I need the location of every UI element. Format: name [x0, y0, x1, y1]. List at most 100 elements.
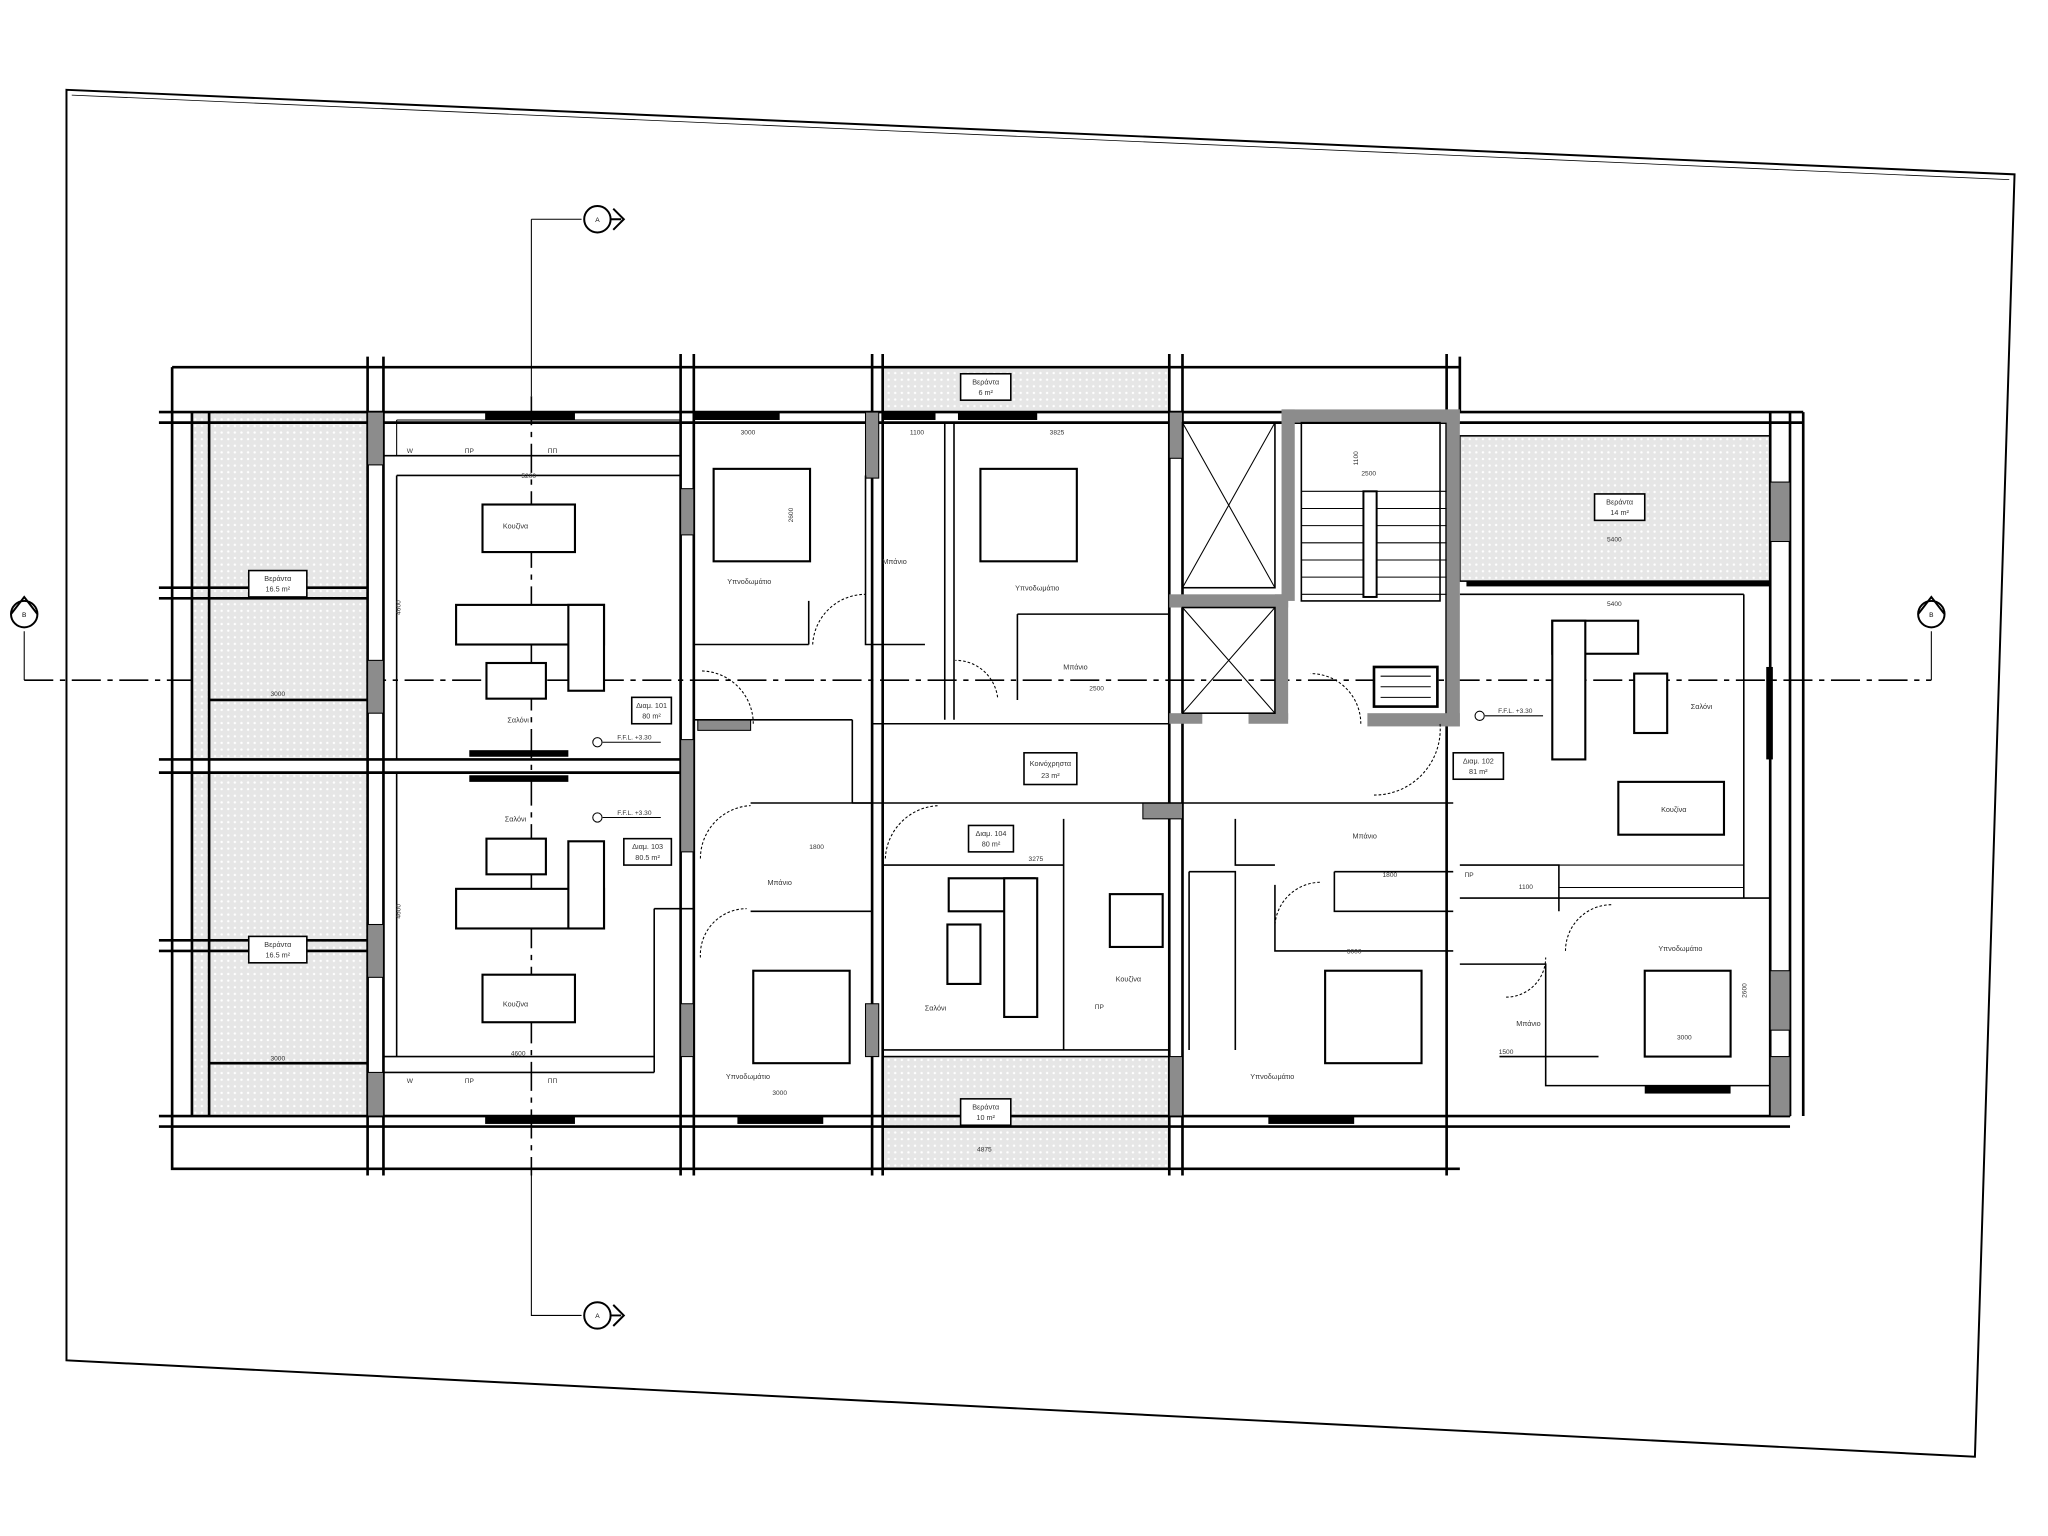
- svg-text:Σαλόνι: Σαλόνι: [507, 715, 529, 724]
- svg-text:Μπάνιο: Μπάνιο: [882, 557, 906, 566]
- svg-text:F.F.L. +3.30: F.F.L. +3.30: [617, 735, 652, 742]
- svg-text:Υπνοδωμάτιο: Υπνοδωμάτιο: [726, 1072, 770, 1081]
- svg-text:14 m²: 14 m²: [1610, 508, 1629, 517]
- section-line-b: [23, 631, 1932, 681]
- svg-text:W: W: [407, 1078, 414, 1085]
- veranda-label-top: Βεράντα 6 m²: [959, 372, 1012, 401]
- veranda-bottom: [881, 1055, 1171, 1170]
- veranda-label-right: Βεράντα 14 m²: [1593, 493, 1646, 522]
- svg-text:ΠΡ: ΠΡ: [1464, 872, 1474, 879]
- veranda-label-bottom: Βεράντα 10 m²: [959, 1098, 1012, 1127]
- svg-text:3000: 3000: [1347, 949, 1362, 956]
- svg-text:ΠΡ: ΠΡ: [465, 1078, 475, 1085]
- svg-text:5400: 5400: [1607, 536, 1622, 543]
- svg-text:F.F.L. +3.30: F.F.L. +3.30: [1498, 708, 1533, 715]
- svg-text:4600: 4600: [396, 904, 403, 919]
- svg-text:5400: 5400: [1607, 601, 1622, 608]
- svg-text:3000: 3000: [1677, 1034, 1692, 1041]
- veranda-label-left-bottom: Βεράντα 16.5 m²: [247, 935, 308, 964]
- svg-text:W: W: [407, 448, 414, 455]
- svg-text:1800: 1800: [1383, 872, 1398, 879]
- svg-text:ΠΡ: ΠΡ: [465, 448, 475, 455]
- svg-text:3275: 3275: [1029, 856, 1044, 863]
- interior-walls: [383, 422, 1771, 1117]
- svg-text:B: B: [1929, 612, 1934, 619]
- svg-text:Διαμ. 103: Διαμ. 103: [632, 842, 663, 851]
- svg-text:Υπνοδωμάτιο: Υπνοδωμάτιο: [1250, 1072, 1294, 1081]
- svg-text:Σαλόνι: Σαλόνι: [1691, 702, 1713, 711]
- apartment-label-103: Διαμ. 103 80.5 m²: [623, 837, 673, 866]
- svg-text:Υπνοδωμάτιο: Υπνοδωμάτιο: [1658, 944, 1702, 953]
- section-marker-b-left: B: [10, 595, 39, 629]
- svg-text:A: A: [595, 217, 600, 224]
- common-area-label: Κοινόχρηστα 23 m²: [1023, 752, 1078, 786]
- svg-text:Κοινόχρηστα: Κοινόχρηστα: [1030, 759, 1071, 768]
- section-marker-a-bottom: A: [583, 1301, 626, 1330]
- svg-text:Κουζίνα: Κουζίνα: [1661, 805, 1686, 814]
- svg-text:2500: 2500: [1361, 470, 1376, 477]
- fixture-labels: W ΠΡ ΠΠ W ΠΡ ΠΠ ΠΡ ΠΡ: [407, 448, 1475, 1085]
- core: [1169, 409, 1460, 727]
- svg-text:4875: 4875: [977, 1147, 992, 1154]
- svg-text:80.5 m²: 80.5 m²: [635, 853, 660, 862]
- svg-text:Μπάνιο: Μπάνιο: [1063, 663, 1087, 672]
- svg-text:23 m²: 23 m²: [1041, 771, 1060, 780]
- columns: [367, 411, 1791, 1117]
- svg-text:1800: 1800: [809, 844, 824, 851]
- svg-text:Βεράντα: Βεράντα: [1606, 498, 1633, 507]
- svg-text:ΠΠ: ΠΠ: [548, 448, 558, 455]
- svg-text:2600: 2600: [1741, 983, 1748, 998]
- section-line-a: [530, 218, 582, 1316]
- svg-text:Υπνοδωμάτιο: Υπνοδωμάτιο: [727, 577, 771, 586]
- svg-text:2500: 2500: [1089, 686, 1104, 693]
- apartment-label-102: Διαμ. 102 81 m²: [1452, 752, 1505, 781]
- veranda-top: [881, 366, 1171, 413]
- svg-text:3825: 3825: [1050, 430, 1065, 437]
- svg-text:Σαλόνι: Σαλόνι: [505, 814, 527, 823]
- section-marker-a-top: A: [583, 205, 626, 234]
- svg-text:Βεράντα: Βεράντα: [264, 940, 291, 949]
- svg-text:2600: 2600: [788, 507, 795, 522]
- svg-text:Βεράντα: Βεράντα: [972, 1102, 999, 1111]
- doors: [699, 593, 1612, 998]
- svg-text:Κουζίνα: Κουζίνα: [503, 521, 528, 530]
- svg-text:Διαμ. 102: Διαμ. 102: [1463, 756, 1494, 765]
- svg-text:10 m²: 10 m²: [976, 1113, 995, 1122]
- svg-text:Διαμ. 101: Διαμ. 101: [636, 701, 667, 710]
- svg-text:3000: 3000: [741, 430, 756, 437]
- room-labels: Κουζίνα Κουζίνα Κουζίνα Κουζίνα Σαλόνι Σ…: [503, 521, 1713, 1081]
- svg-text:3000: 3000: [270, 691, 285, 698]
- svg-text:Σαλόνι: Σαλόνι: [925, 1003, 947, 1012]
- svg-text:3000: 3000: [270, 1056, 285, 1063]
- windows: [469, 412, 1773, 1124]
- level-marks: F.F.L. +3.30 F.F.L. +3.30 F.F.L. +3.30: [592, 708, 1544, 823]
- svg-text:4600: 4600: [511, 1050, 526, 1057]
- svg-text:Διαμ. 104: Διαμ. 104: [976, 829, 1007, 838]
- svg-text:5200: 5200: [521, 473, 536, 480]
- svg-text:Υπνοδωμάτιο: Υπνοδωμάτιο: [1015, 583, 1059, 592]
- svg-text:ΠΠ: ΠΠ: [548, 1078, 558, 1085]
- svg-text:Βεράντα: Βεράντα: [972, 377, 999, 386]
- svg-text:3000: 3000: [772, 1090, 787, 1097]
- svg-text:1100: 1100: [1519, 884, 1534, 891]
- svg-text:16.5 m²: 16.5 m²: [265, 951, 290, 960]
- apartment-label-101: Διαμ. 101 80 m²: [630, 696, 673, 725]
- svg-text:Μπάνιο: Μπάνιο: [767, 878, 791, 887]
- svg-text:80 m²: 80 m²: [982, 840, 1001, 849]
- dimension-labels: 3000 3000 3000 3000 3000 3000 5200 1100 …: [270, 430, 1748, 1154]
- svg-text:Μπάνιο: Μπάνιο: [1353, 832, 1377, 841]
- svg-text:A: A: [595, 1313, 600, 1320]
- svg-text:1100: 1100: [910, 430, 925, 437]
- svg-text:Βεράντα: Βεράντα: [264, 574, 291, 583]
- section-marker-b-right: B: [1917, 595, 1946, 629]
- svg-text:4600: 4600: [396, 600, 403, 615]
- svg-text:1100: 1100: [1353, 451, 1360, 466]
- svg-text:B: B: [22, 612, 27, 619]
- svg-text:Κουζίνα: Κουζίνα: [1116, 974, 1141, 983]
- svg-text:16.5 m²: 16.5 m²: [265, 585, 290, 594]
- furniture: [396, 419, 1744, 1065]
- apartment-label-104: Διαμ. 104 80 m²: [967, 824, 1015, 853]
- svg-text:Μπάνιο: Μπάνιο: [1516, 1019, 1540, 1028]
- svg-text:Κουζίνα: Κουζίνα: [503, 999, 528, 1008]
